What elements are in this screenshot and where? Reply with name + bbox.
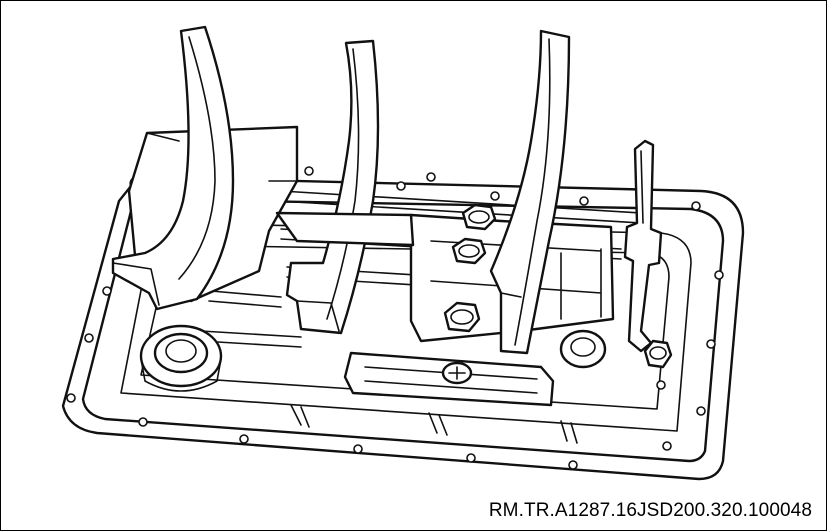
shift-fork-middle [275,39,415,335]
bolt-upper [461,203,497,231]
housing-ribs [290,404,578,444]
screw-phillips [441,361,473,385]
housing-recess [120,222,692,432]
bolt-right [643,339,673,369]
shift-fork-right [489,29,571,355]
selector-rod [623,139,663,353]
bolt-lower [443,301,481,333]
figure-reference-code: RM.TR.A1287.16JSD200.320.100048 [488,500,812,521]
drain-plug-boss [139,324,223,392]
right-boss [559,329,607,369]
flange-bolt-holes [66,166,724,470]
shift-fork-left [111,25,235,311]
bolt-middle [451,237,487,265]
